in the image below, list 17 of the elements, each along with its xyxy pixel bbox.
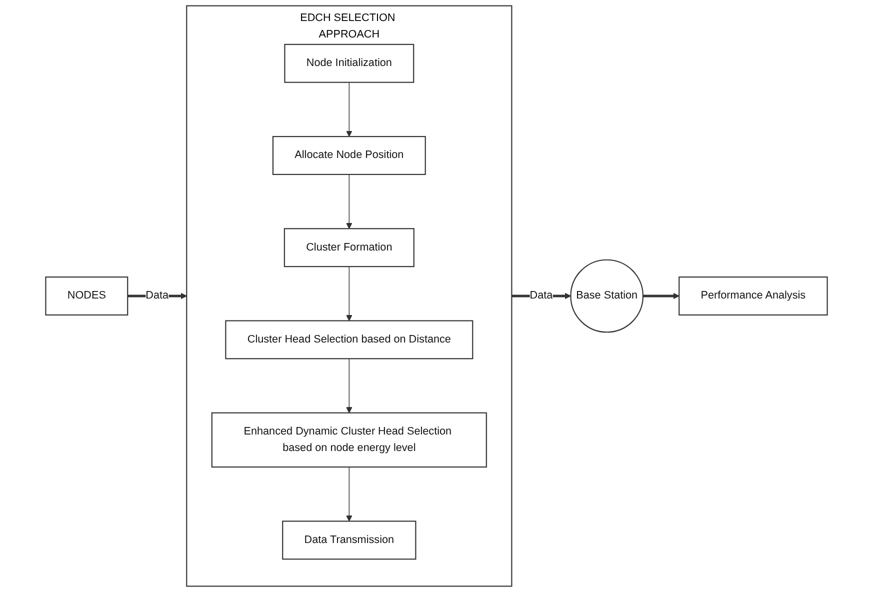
node-box: Allocate Node Position <box>272 136 426 175</box>
node-box: Cluster Formation <box>284 228 414 268</box>
edge-label: Data <box>146 289 169 302</box>
node-box: Enhanced Dynamic Cluster Head Selection based on node energy level <box>211 412 487 468</box>
node-box: Performance Analysis <box>678 276 828 316</box>
arrow <box>346 82 352 137</box>
arrow <box>643 292 680 300</box>
arrow <box>346 266 352 322</box>
node-box: Cluster Head Selection based on Distance <box>225 320 474 360</box>
node-box: Node Initialization <box>284 44 414 83</box>
edge-label: Data <box>530 289 553 302</box>
arrow <box>346 358 352 414</box>
node-circle: Base Station <box>570 259 644 333</box>
arrow <box>346 174 352 229</box>
arrow <box>346 466 352 522</box>
node-box: NODES <box>45 276 128 316</box>
node-box: Data Transmission <box>282 520 416 560</box>
